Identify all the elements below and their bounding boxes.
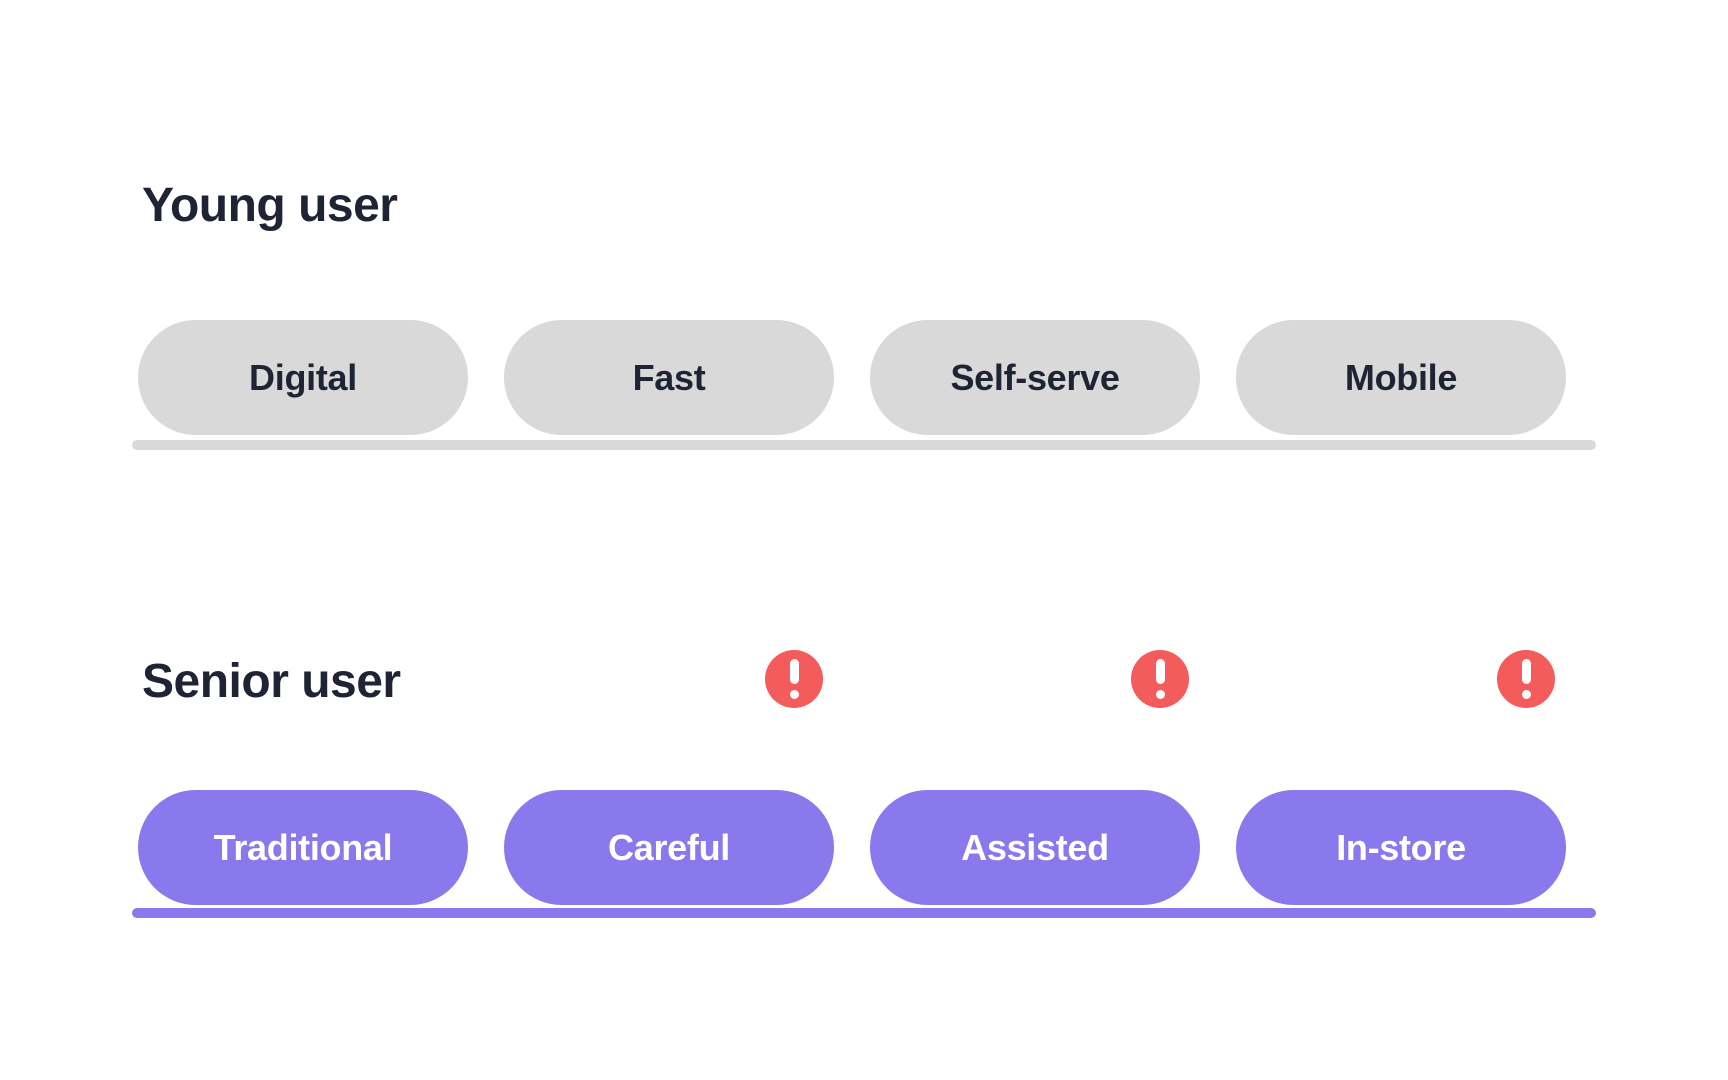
senior-user-track-bar [132,908,1596,918]
pill-digital[interactable]: Digital [138,320,468,435]
pill-fast[interactable]: Fast [504,320,834,435]
pill-wrap-assisted: Assisted [870,650,1200,905]
pill-wrap-self-serve: Self-serve [870,320,1200,435]
pill-wrap-traditional: Traditional [138,790,468,905]
pill-in-store[interactable]: In-store [1236,790,1566,905]
pill-wrap-digital: Digital [138,320,468,435]
pill-assisted[interactable]: Assisted [870,790,1200,905]
pill-wrap-fast: Fast [504,320,834,435]
pill-wrap-careful: Careful [504,650,834,905]
alert-exclamation-icon [1497,650,1555,708]
alert-exclamation-icon [765,650,823,708]
pill-careful[interactable]: Careful [504,790,834,905]
senior-user-pill-row: Traditional Careful Assisted In-store [138,650,1566,905]
pill-mobile[interactable]: Mobile [1236,320,1566,435]
pill-wrap-in-store: In-store [1236,650,1566,905]
alert-exclamation-icon [1131,650,1189,708]
young-user-track-bar [132,440,1596,450]
senior-user-heading: Senior user [142,655,401,709]
young-user-pill-row: Digital Fast Self-serve Mobile [138,320,1566,435]
pill-traditional[interactable]: Traditional [138,790,468,905]
young-user-heading: Young user [142,179,398,233]
pill-wrap-mobile: Mobile [1236,320,1566,435]
pill-self-serve[interactable]: Self-serve [870,320,1200,435]
